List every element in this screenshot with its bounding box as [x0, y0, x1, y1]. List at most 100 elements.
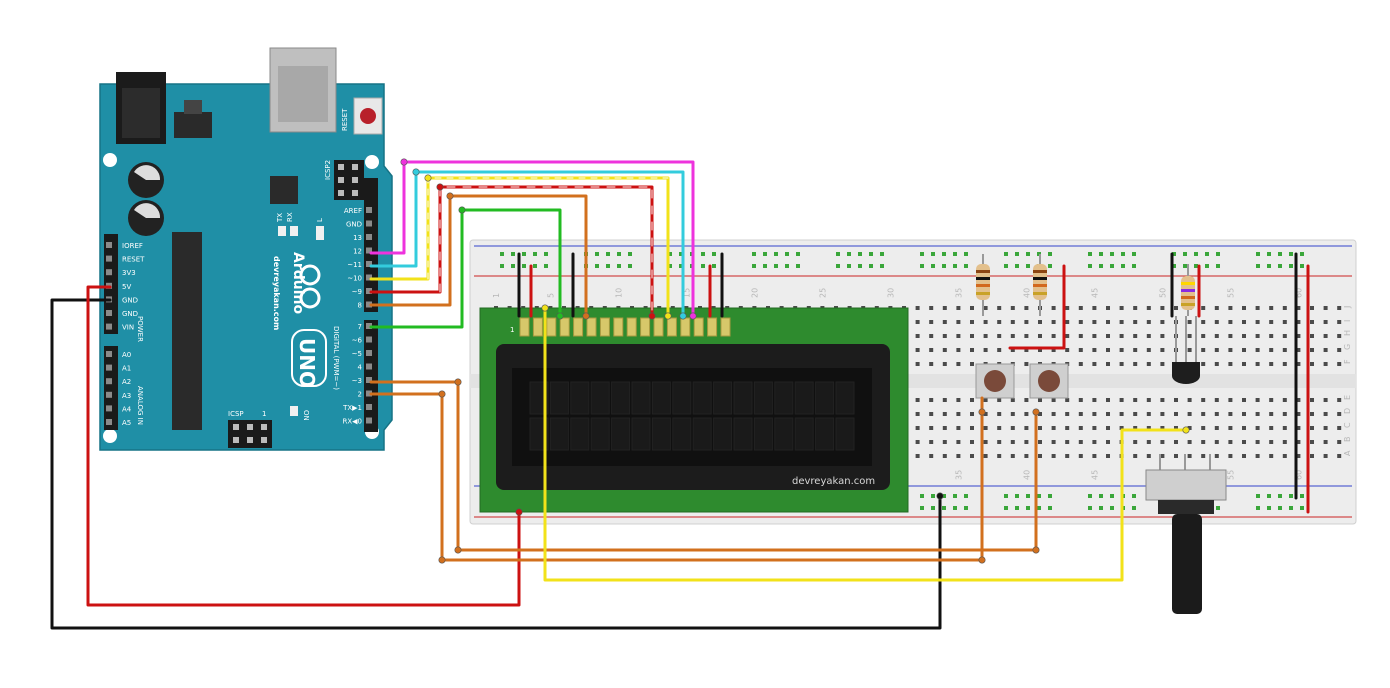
rail-hole [544, 252, 548, 256]
row-letter: E [1343, 395, 1352, 400]
wire-end [424, 174, 432, 182]
breadboard-hole [1201, 454, 1206, 458]
breadboard-hole [1187, 320, 1192, 324]
rail-hole [1132, 494, 1136, 498]
breadboard-hole [1228, 348, 1233, 352]
breadboard-hole [1024, 440, 1029, 444]
rail-hole [920, 264, 924, 268]
column-number: 5 [546, 293, 555, 298]
wire-end [978, 556, 986, 564]
reset-button-cap[interactable] [360, 108, 376, 124]
rail-hole [964, 494, 968, 498]
rail-hole [1004, 494, 1008, 498]
breadboard-hole [915, 320, 920, 324]
breadboard-hole [915, 306, 920, 310]
breadboard-hole [1269, 306, 1274, 310]
breadboard-hole [915, 362, 920, 366]
breadboard-hole [970, 334, 974, 338]
header-pin [106, 269, 112, 276]
push-button-1[interactable] [975, 363, 1015, 399]
breadboard-hole [1214, 412, 1219, 416]
rail-hole [1026, 264, 1030, 268]
header-pin [366, 390, 372, 397]
regulator-tab [184, 100, 202, 114]
breadboard-hole [1201, 334, 1206, 338]
on-led [290, 406, 298, 416]
breadboard-hole [1133, 398, 1138, 402]
breadboard-hole [1255, 454, 1260, 458]
l-label: L [316, 218, 324, 222]
breadboard-hole [915, 454, 920, 458]
breadboard-hole [1296, 334, 1301, 338]
rail-hole [953, 252, 957, 256]
breadboard-hole [1051, 306, 1056, 310]
breadboard-hole [1214, 320, 1219, 324]
rail-hole [1088, 252, 1092, 256]
rail-hole [1300, 494, 1304, 498]
header-pin [366, 350, 372, 356]
pin-label: A5 [122, 419, 131, 427]
breadboard-hole [1010, 426, 1015, 430]
rail-hole [796, 264, 800, 268]
breadboard-hole [1078, 412, 1083, 416]
rail-hole [1110, 252, 1114, 256]
pin-label: A1 [122, 365, 131, 373]
row-letter: H [1343, 330, 1352, 336]
breadboard-hole [1092, 334, 1097, 338]
breadboard-hole [956, 454, 961, 458]
breadboard-hole [1146, 398, 1151, 402]
breadboard-hole [1119, 306, 1124, 310]
breadboard-hole [997, 440, 1002, 444]
wire-end [978, 408, 986, 416]
breadboard-hole [1146, 348, 1151, 352]
breadboard-hole [1106, 398, 1110, 402]
breadboard-hole [1092, 412, 1097, 416]
rail-hole [1289, 264, 1293, 268]
breadboard-hole [1214, 348, 1219, 352]
breadboard-hole [983, 334, 988, 338]
push-button-2[interactable] [1029, 363, 1069, 399]
rail-hole [1121, 264, 1125, 268]
breadboard-hole [1024, 426, 1029, 430]
breadboard-hole [1133, 426, 1138, 430]
breadboard-hole [1024, 348, 1029, 352]
rail-hole [1015, 494, 1019, 498]
breadboard-hole [1119, 334, 1124, 338]
breadboard-hole [1214, 362, 1219, 366]
potentiometer[interactable] [1145, 454, 1227, 614]
rail-hole [511, 264, 515, 268]
breadboard-hole [1187, 348, 1192, 352]
rail-hole [500, 252, 504, 256]
breadboard-hole [1078, 440, 1083, 444]
breadboard-hole [997, 306, 1002, 310]
header-pin [366, 363, 372, 370]
breadboard-hole [1065, 334, 1070, 338]
breadboard-hole [1228, 334, 1233, 338]
resistor-2 [1033, 254, 1047, 316]
rail-hole [774, 252, 778, 256]
lcd-pin [693, 317, 704, 337]
breadboard-hole [997, 320, 1002, 324]
rail-hole [595, 252, 599, 256]
breadboard-hole [1146, 454, 1151, 458]
rail-hole [1004, 264, 1008, 268]
breadboard-hole [915, 398, 920, 402]
breadboard-hole [1065, 412, 1070, 416]
rail-hole [1216, 252, 1220, 256]
breadboard-hole [956, 320, 961, 324]
breadboard-hole [1146, 426, 1151, 430]
breadboard-hole [1024, 320, 1029, 324]
lcd-cell [753, 381, 773, 415]
lcd-cell [570, 381, 590, 415]
breadboard-hole [1242, 398, 1246, 402]
breadboard-hole [1119, 320, 1124, 324]
breadboard-hole [1092, 320, 1097, 324]
breadboard-hole [970, 412, 974, 416]
rail-hole [1267, 252, 1271, 256]
breadboard-hole [929, 412, 934, 416]
column-number: 10 [614, 288, 623, 298]
breadboard-hole [1174, 454, 1178, 458]
breadboard-hole [1201, 348, 1206, 352]
header-pin [352, 177, 358, 183]
pin-label: 13 [353, 234, 362, 242]
